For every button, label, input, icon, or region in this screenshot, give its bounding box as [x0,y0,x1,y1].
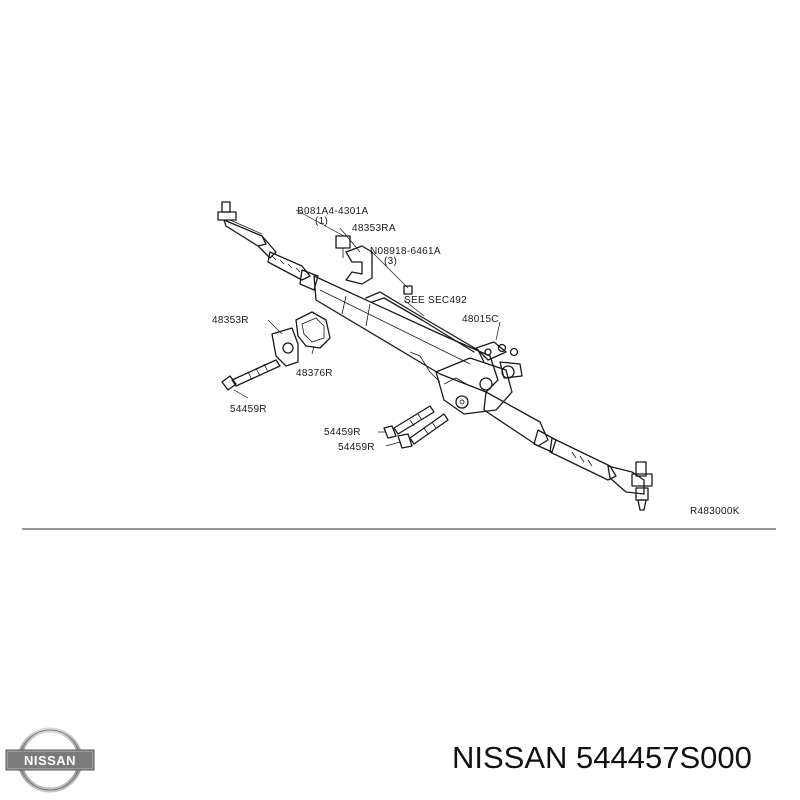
bolt-mid-2 [397,413,449,449]
logo-text: NISSAN [24,753,76,768]
label-bolt-spec-1: B081A4-4301A [297,206,368,217]
label-bolt-left: 54459R [230,404,267,415]
left-tie-rod [267,251,311,281]
label-see-section: SEE SEC492 [404,295,467,306]
hydraulic-line-lower [371,297,475,353]
label-bolt-mid-2: 54459R [338,442,375,453]
label-bolt-mid-1: 54459R [324,427,361,438]
steering-rack-assembly [217,201,653,511]
right-tube [483,391,549,447]
nissan-logo: NISSAN [5,727,95,793]
label-clamp-left: 48353R [212,315,249,326]
upper-clamp [335,235,413,295]
label-clamp-upper: 48353RA [352,223,396,234]
right-tie-rod-end [607,461,653,511]
caption-part-number: 544457S000 [576,740,752,775]
label-bolt-spec-1-qty: (1) [315,216,328,227]
left-tie-rod-end [217,201,277,259]
right-boot [533,429,557,453]
right-tie-rod [549,437,617,481]
diagram-code: R483000K [690,506,740,517]
left-boot [299,269,319,291]
pinion-valve-housing [435,357,523,415]
label-insulator: 48376R [296,368,333,379]
washer-kit [475,341,519,361]
label-nut-spec-qty: (3) [384,256,397,267]
label-washer-kit: 48015C [462,314,499,325]
hydraulic-line-upper [365,291,485,363]
bolt-mid-1 [383,405,435,439]
label-nut-spec: N08918-6461A [370,246,441,257]
bolt-left [221,359,281,391]
caption-brand: NISSAN [452,740,568,775]
left-clamp-and-insulator [271,311,331,367]
part-caption: NISSAN 544457S000 [452,740,752,776]
